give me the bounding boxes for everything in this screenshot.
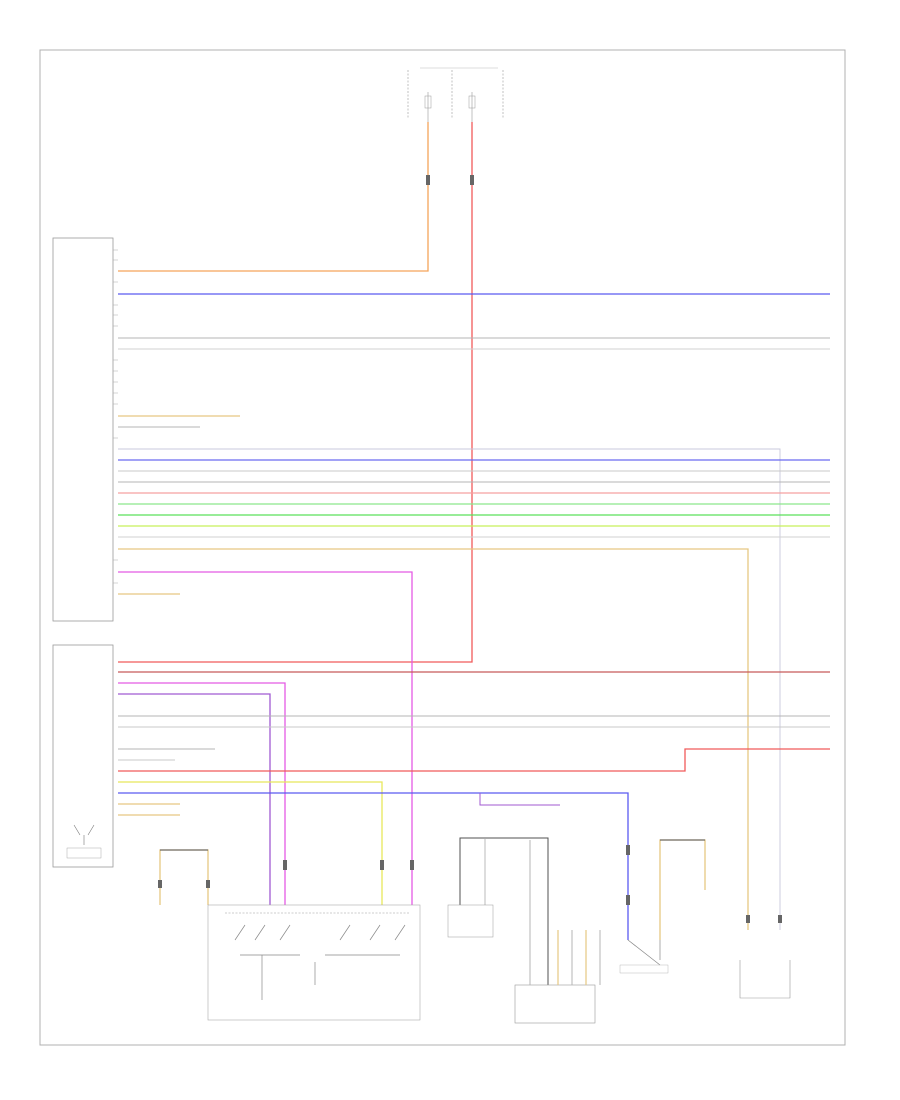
steering-column-module xyxy=(514,840,601,1024)
wire-orange-upper xyxy=(118,122,429,272)
top-fuse-box xyxy=(407,67,504,122)
connector-markers xyxy=(158,175,782,923)
lower-module xyxy=(52,644,114,868)
wire-tan-to-right-module xyxy=(118,548,749,930)
diagram-frame xyxy=(39,49,846,1046)
left-ground xyxy=(159,849,209,905)
switch-contacts-icon xyxy=(234,924,406,1000)
wire-blue-3 xyxy=(118,792,629,940)
wire-red-vertical xyxy=(118,122,473,663)
start-stop-button xyxy=(207,904,421,1021)
right-module xyxy=(739,960,791,999)
wire-yellow-1 xyxy=(118,781,383,905)
clutch-sensor xyxy=(447,837,549,985)
wires-lower xyxy=(118,671,830,940)
wire-red-right xyxy=(118,748,830,772)
wire-magenta-1 xyxy=(118,571,413,905)
right-ground xyxy=(659,839,706,940)
ground-symbol-icon xyxy=(66,824,102,859)
upper-module xyxy=(52,237,114,622)
upper-module-pins xyxy=(113,249,118,584)
wire-purple-2 xyxy=(479,793,560,806)
wire-magenta-2 xyxy=(118,682,286,905)
selector-lever-module xyxy=(619,939,669,974)
wires-upper xyxy=(118,122,830,930)
wire-bundle-outline xyxy=(118,448,781,930)
wire-purple-1 xyxy=(118,693,271,905)
